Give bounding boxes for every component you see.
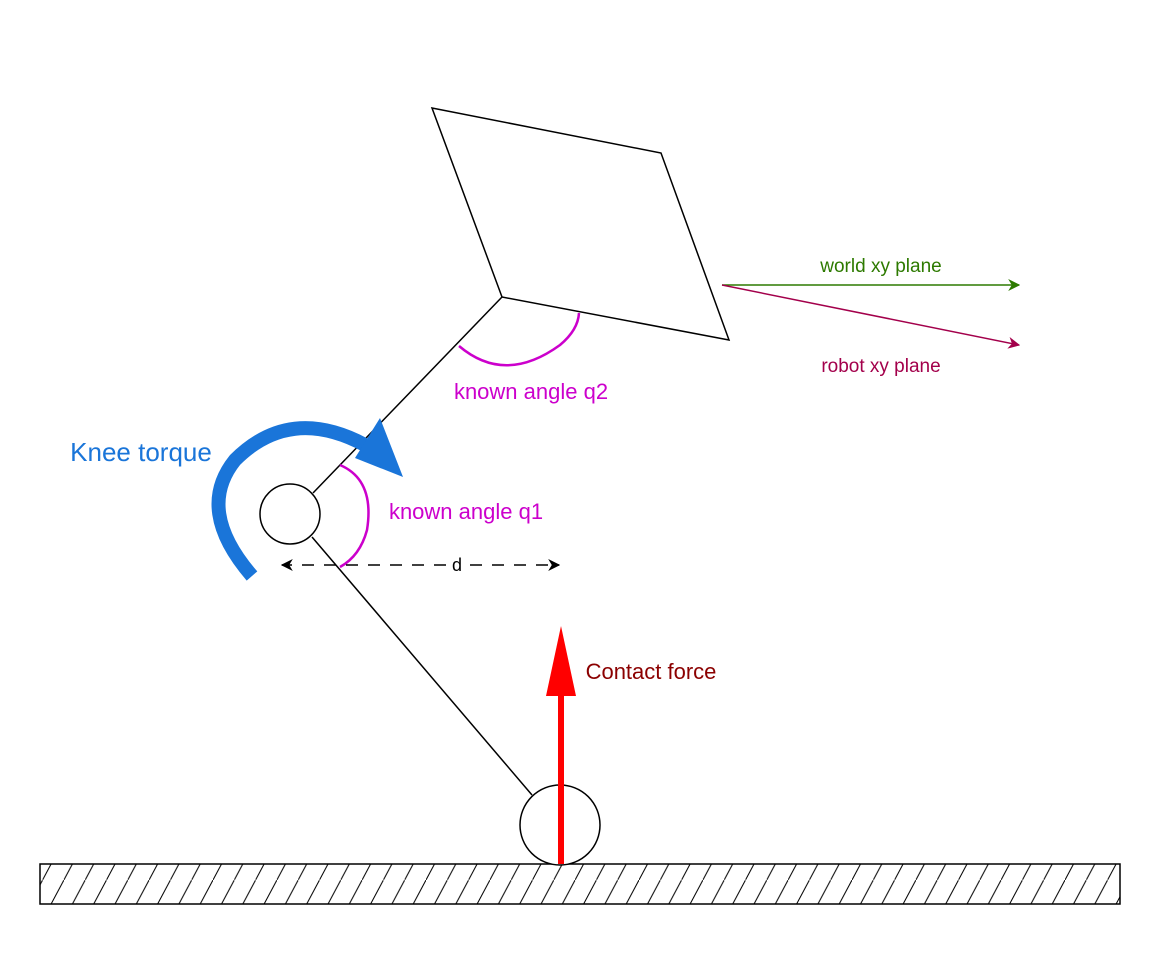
angle-q2-arc <box>458 312 581 367</box>
world-plane-label: world xy plane <box>819 256 941 277</box>
angle-q2-label: known angle q2 <box>454 379 608 404</box>
ground-hatched <box>39 863 1121 905</box>
knee-joint <box>259 483 321 545</box>
robot-plane-arrow <box>721 284 1021 349</box>
knee-torque-arc <box>211 421 369 581</box>
contact-force-arrowhead <box>546 626 576 696</box>
knee-torque-label: Knee torque <box>70 437 212 467</box>
knee-torque-arrowhead <box>355 418 403 477</box>
distance-label: d <box>452 555 462 575</box>
angle-q1-label: known angle q1 <box>389 499 543 524</box>
robot-body <box>430 107 731 341</box>
robot-plane-label: robot xy plane <box>821 356 940 377</box>
lower-leg-link <box>311 536 533 796</box>
upper-leg-link <box>312 296 503 494</box>
angle-q1-arc <box>339 463 370 569</box>
contact-force-label: Contact force <box>586 659 717 684</box>
